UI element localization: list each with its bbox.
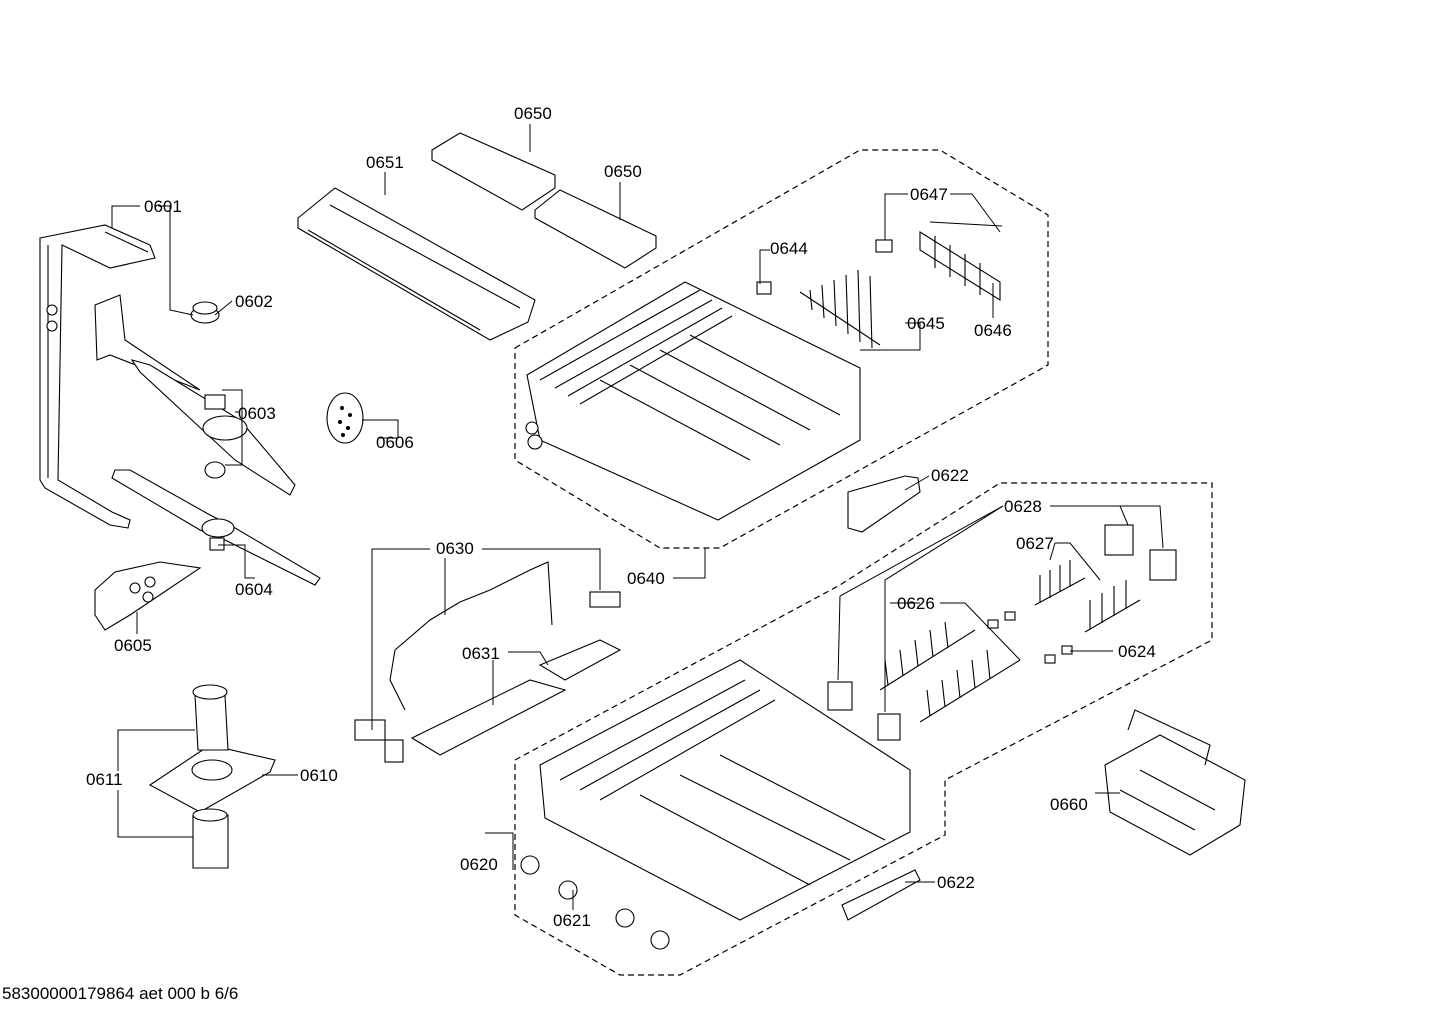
clips-0624 bbox=[987, 611, 1073, 664]
cover-plate-holes bbox=[129, 576, 156, 603]
label-0646: 0646 bbox=[974, 321, 1012, 340]
label-0601: 0601 bbox=[144, 197, 182, 216]
tine-row-0645 bbox=[799, 269, 881, 349]
label-0650-second: 0650 bbox=[604, 162, 642, 181]
upper-basket bbox=[525, 281, 861, 521]
tine-holders bbox=[827, 681, 901, 741]
label-0622-upper: 0622 bbox=[931, 466, 969, 485]
label-0621: 0621 bbox=[553, 911, 591, 930]
upper-basket-group-outline bbox=[514, 149, 1049, 549]
leader-lines bbox=[111, 124, 1164, 910]
label-0630: 0630 bbox=[436, 539, 474, 558]
label-0651: 0651 bbox=[366, 153, 404, 172]
tine-row-0627 bbox=[1034, 560, 1141, 633]
label-0603: 0603 bbox=[238, 404, 276, 423]
label-0644: 0644 bbox=[770, 239, 808, 258]
label-0604: 0604 bbox=[235, 580, 273, 599]
filter-disc bbox=[326, 392, 364, 444]
cup-shelf bbox=[297, 187, 536, 341]
label-0620: 0620 bbox=[460, 855, 498, 874]
clip-0644 bbox=[756, 281, 772, 295]
tine-row-0626 bbox=[879, 621, 1021, 723]
label-0606: 0606 bbox=[376, 433, 414, 452]
label-0626: 0626 bbox=[897, 594, 935, 613]
lower-spray-arm bbox=[111, 469, 321, 586]
basket-handle-upper bbox=[847, 475, 921, 533]
cutlery-basket bbox=[1104, 709, 1246, 856]
knife-shelf-top bbox=[431, 132, 556, 211]
document-id: 58300000179864 aet 000 b 6/6 bbox=[2, 984, 238, 1003]
upper-spray-arm bbox=[94, 294, 296, 496]
filter-assembly bbox=[148, 684, 276, 869]
clip-0647 bbox=[875, 239, 893, 253]
label-0645: 0645 bbox=[907, 314, 945, 333]
cup-rack-0646 bbox=[919, 221, 1003, 301]
nut-0602 bbox=[190, 301, 220, 324]
shelf-0631-b bbox=[538, 639, 622, 681]
label-0628: 0628 bbox=[1004, 497, 1042, 516]
label-0624: 0624 bbox=[1118, 642, 1156, 661]
lower-basket-group-outline bbox=[514, 482, 1213, 976]
label-0611: 0611 bbox=[86, 770, 123, 789]
label-0660: 0660 bbox=[1050, 795, 1088, 814]
lower-basket bbox=[539, 659, 911, 921]
label-0622-lower: 0622 bbox=[937, 873, 975, 892]
label-0605: 0605 bbox=[114, 636, 152, 655]
label-0627: 0627 bbox=[1016, 534, 1054, 553]
basket-handle-lower bbox=[841, 869, 921, 921]
folding-wire-rack bbox=[354, 561, 621, 763]
holder-0628 bbox=[1104, 524, 1177, 581]
label-0631: 0631 bbox=[462, 644, 500, 663]
label-0610: 0610 bbox=[300, 766, 338, 785]
knife-shelf-second bbox=[534, 189, 657, 269]
label-0650-top: 0650 bbox=[514, 104, 552, 123]
label-0640: 0640 bbox=[627, 569, 665, 588]
label-0647: 0647 bbox=[910, 185, 948, 204]
shelf-0631-a bbox=[410, 679, 567, 756]
spray-arm-supply-pipe bbox=[39, 224, 156, 529]
label-0602: 0602 bbox=[235, 292, 273, 311]
